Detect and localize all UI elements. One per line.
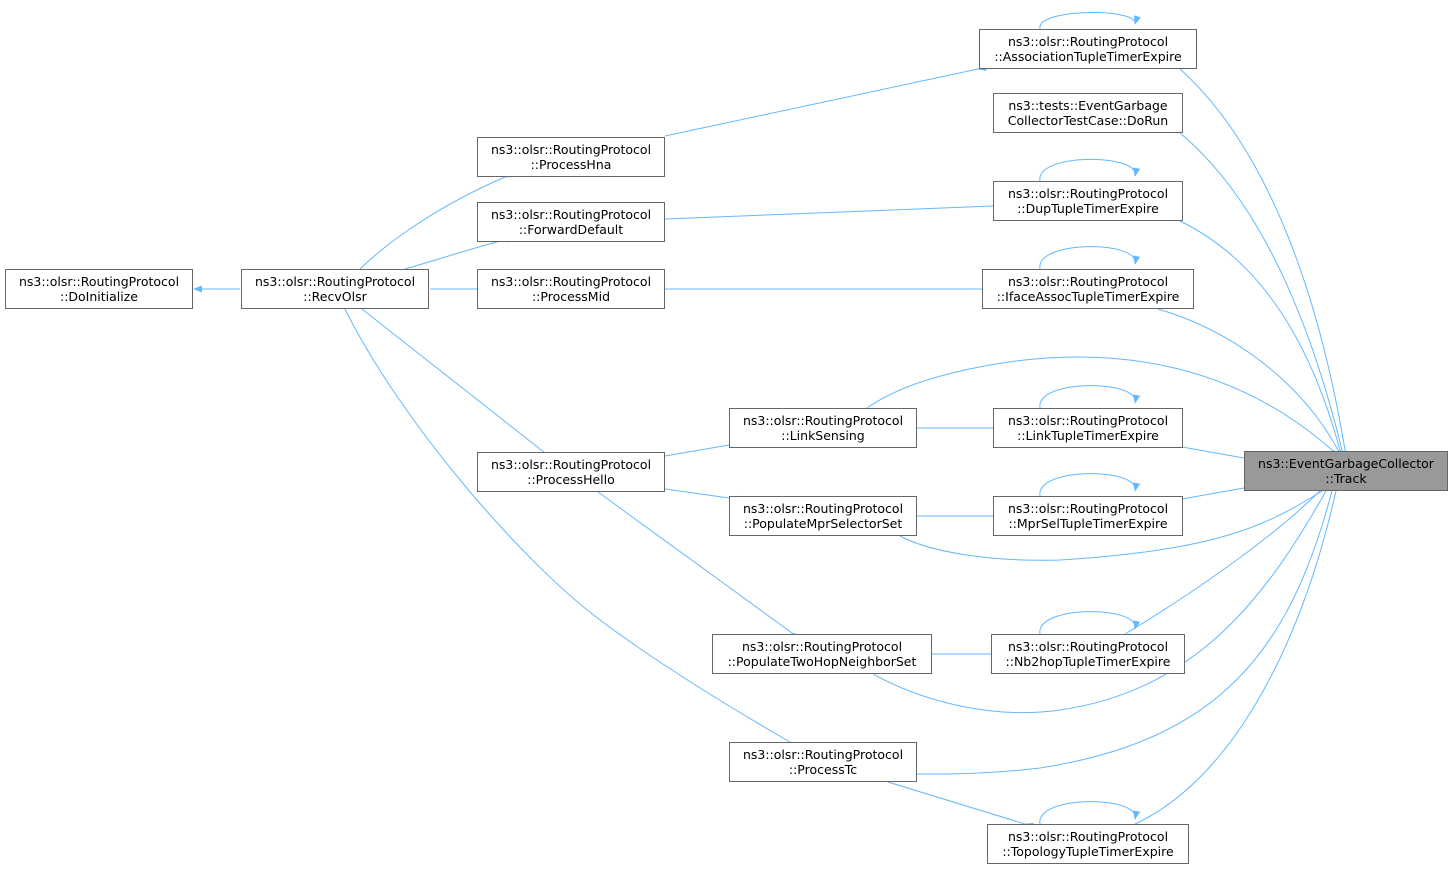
self-loop-associationtupletimerexpire	[1039, 12, 1141, 30]
node-mprseltupletimerexpire[interactable]: ns3::olsr::RoutingProtocol ::MprSelTuple…	[993, 496, 1183, 536]
node-processtc-line1: ns3::olsr::RoutingProtocol	[742, 747, 904, 762]
node-processtc[interactable]: ns3::olsr::RoutingProtocol ::ProcessTc	[729, 742, 917, 782]
edge-associationtupletimerexpire-to-processhna	[664, 63, 987, 137]
node-associationtupletimerexpire-line2: ::AssociationTupleTimerExpire	[994, 49, 1182, 64]
self-loop-nb2hoptupletimerexpire	[1039, 611, 1141, 635]
node-processhello[interactable]: ns3::olsr::RoutingProtocol ::ProcessHell…	[477, 452, 665, 492]
node-recvolsr-line1: ns3::olsr::RoutingProtocol	[254, 274, 416, 289]
node-mprseltupletimerexpire-line2: ::MprSelTupleTimerExpire	[1008, 516, 1168, 531]
edge-track-to-nb2hoptupletimerexpire	[1124, 482, 1329, 635]
node-forwarddefault[interactable]: ns3::olsr::RoutingProtocol ::ForwardDefa…	[477, 202, 665, 242]
node-processmid-line1: ns3::olsr::RoutingProtocol	[490, 274, 652, 289]
node-linksensing-line1: ns3::olsr::RoutingProtocol	[742, 413, 904, 428]
node-track-line2: ::Track	[1325, 471, 1367, 486]
edge-forwarddefault-to-recvolsr	[404, 235, 509, 270]
edge-duptupletimerexpire-to-forwarddefault	[664, 202, 1002, 220]
node-linksensing[interactable]: ns3::olsr::RoutingProtocol ::LinkSensing	[729, 408, 917, 448]
node-recvolsr-line2: ::RecvOlsr	[303, 289, 367, 304]
node-eventgarbagecollectortestcase-line2: CollectorTestCase::DoRun	[1007, 113, 1169, 128]
edge-processhna-to-recvolsr	[359, 170, 514, 270]
edge-populatemprselectorset-to-processhello	[664, 488, 738, 503]
node-populatemprselectorset-line2: ::PopulateMprSelectorSet	[743, 516, 903, 531]
node-forwarddefault-line1: ns3::olsr::RoutingProtocol	[490, 207, 652, 222]
edge-track-to-mprseltupletimerexpire	[1181, 483, 1253, 500]
node-topologytupletimerexpire[interactable]: ns3::olsr::RoutingProtocol ::TopologyTup…	[987, 824, 1189, 864]
node-processhna-line2: ::ProcessHna	[530, 157, 612, 172]
node-topologytupletimerexpire-line1: ns3::olsr::RoutingProtocol	[1007, 829, 1169, 844]
node-ifaceassoctupletimerexpire-line1: ns3::olsr::RoutingProtocol	[1007, 274, 1169, 289]
edge-track-to-processtc	[916, 482, 1338, 775]
edge-track-to-ifaceassoctupletimerexpire	[1157, 308, 1346, 459]
node-populatemprselectorset[interactable]: ns3::olsr::RoutingProtocol ::PopulateMpr…	[729, 496, 917, 536]
node-processhna-line1: ns3::olsr::RoutingProtocol	[490, 142, 652, 157]
node-ifaceassoctupletimerexpire-line2: ::IfaceAssocTupleTimerExpire	[996, 289, 1180, 304]
edge-processhello-to-recvolsr	[361, 308, 554, 461]
node-nb2hoptupletimerexpire[interactable]: ns3::olsr::RoutingProtocol ::Nb2hopTuple…	[991, 634, 1185, 674]
edge-track-to-linktupletimerexpire	[1181, 446, 1253, 463]
node-populatetwohopneighborset[interactable]: ns3::olsr::RoutingProtocol ::PopulateTwo…	[712, 634, 932, 674]
edge-linksensing-to-processhello	[664, 440, 738, 457]
self-loop-topologytupletimerexpire	[1039, 801, 1141, 825]
node-eventgarbagecollectortestcase-line1: ns3::tests::EventGarbage	[1008, 98, 1168, 113]
node-track: ns3::EventGarbageCollector ::Track	[1244, 451, 1448, 491]
node-track-line1: ns3::EventGarbageCollector	[1258, 456, 1434, 471]
self-loop-linktupletimerexpire	[1039, 385, 1141, 409]
edge-track-to-topologytupletimerexpire	[1134, 482, 1342, 825]
node-eventgarbagecollectortestcase[interactable]: ns3::tests::EventGarbage CollectorTestCa…	[993, 93, 1183, 133]
node-associationtupletimerexpire-line1: ns3::olsr::RoutingProtocol	[1007, 34, 1169, 49]
edge-track-to-populatemprselectorset	[899, 483, 1331, 561]
node-doinitialize-line2: ::DoInitialize	[59, 289, 138, 304]
edge-populatetwohopneighborset-to-processhello	[597, 491, 801, 641]
edge-topologytupletimerexpire-to-processtc	[887, 781, 1034, 830]
node-duptupletimerexpire-line2: ::DupTupleTimerExpire	[1017, 201, 1159, 216]
edge-processtc-to-recvolsr	[344, 308, 799, 750]
node-recvolsr[interactable]: ns3::olsr::RoutingProtocol ::RecvOlsr	[241, 269, 429, 309]
node-processmid[interactable]: ns3::olsr::RoutingProtocol ::ProcessMid	[477, 269, 665, 309]
node-linktupletimerexpire-line2: ::LinkTupleTimerExpire	[1017, 428, 1159, 443]
node-nb2hoptupletimerexpire-line2: ::Nb2hopTupleTimerExpire	[1005, 654, 1171, 669]
node-processmid-line2: ::ProcessMid	[531, 289, 611, 304]
node-populatetwohopneighborset-line1: ns3::olsr::RoutingProtocol	[741, 639, 903, 654]
node-processhello-line2: ::ProcessHello	[527, 472, 615, 487]
node-processtc-line2: ::ProcessTc	[788, 762, 858, 777]
self-loop-ifaceassoctupletimerexpire	[1039, 246, 1141, 270]
node-duptupletimerexpire[interactable]: ns3::olsr::RoutingProtocol ::DupTupleTim…	[993, 181, 1183, 221]
node-associationtupletimerexpire[interactable]: ns3::olsr::RoutingProtocol ::Association…	[979, 29, 1197, 69]
node-linktupletimerexpire-line1: ns3::olsr::RoutingProtocol	[1007, 413, 1169, 428]
node-processhello-line1: ns3::olsr::RoutingProtocol	[490, 457, 652, 472]
node-processhna[interactable]: ns3::olsr::RoutingProtocol ::ProcessHna	[477, 137, 665, 177]
node-linktupletimerexpire[interactable]: ns3::olsr::RoutingProtocol ::LinkTupleTi…	[993, 408, 1183, 448]
edge-track-to-eventgarbagecollectortestcase	[1179, 132, 1348, 459]
node-linksensing-line2: ::LinkSensing	[781, 428, 865, 443]
node-nb2hoptupletimerexpire-line1: ns3::olsr::RoutingProtocol	[1007, 639, 1169, 654]
node-duptupletimerexpire-line1: ns3::olsr::RoutingProtocol	[1007, 186, 1169, 201]
node-mprseltupletimerexpire-line1: ns3::olsr::RoutingProtocol	[1007, 501, 1169, 516]
edge-track-to-linksensing	[866, 356, 1341, 459]
edge-track-to-associationtupletimerexpire	[1179, 68, 1350, 459]
edge-track-to-duptupletimerexpire	[1179, 220, 1346, 459]
node-doinitialize[interactable]: ns3::olsr::RoutingProtocol ::DoInitializ…	[5, 269, 193, 309]
node-topologytupletimerexpire-line2: ::TopologyTupleTimerExpire	[1002, 844, 1174, 859]
node-doinitialize-line1: ns3::olsr::RoutingProtocol	[18, 274, 180, 289]
node-forwarddefault-line2: ::ForwardDefault	[518, 222, 624, 237]
node-populatetwohopneighborset-line2: ::PopulateTwoHopNeighborSet	[727, 654, 917, 669]
node-ifaceassoctupletimerexpire[interactable]: ns3::olsr::RoutingProtocol ::IfaceAssocT…	[982, 269, 1194, 309]
self-loop-mprseltupletimerexpire	[1039, 473, 1141, 497]
edge-track-to-populatetwohopneighborset	[872, 482, 1334, 714]
node-populatemprselectorset-line1: ns3::olsr::RoutingProtocol	[742, 501, 904, 516]
self-loop-duptupletimerexpire	[1039, 158, 1141, 182]
